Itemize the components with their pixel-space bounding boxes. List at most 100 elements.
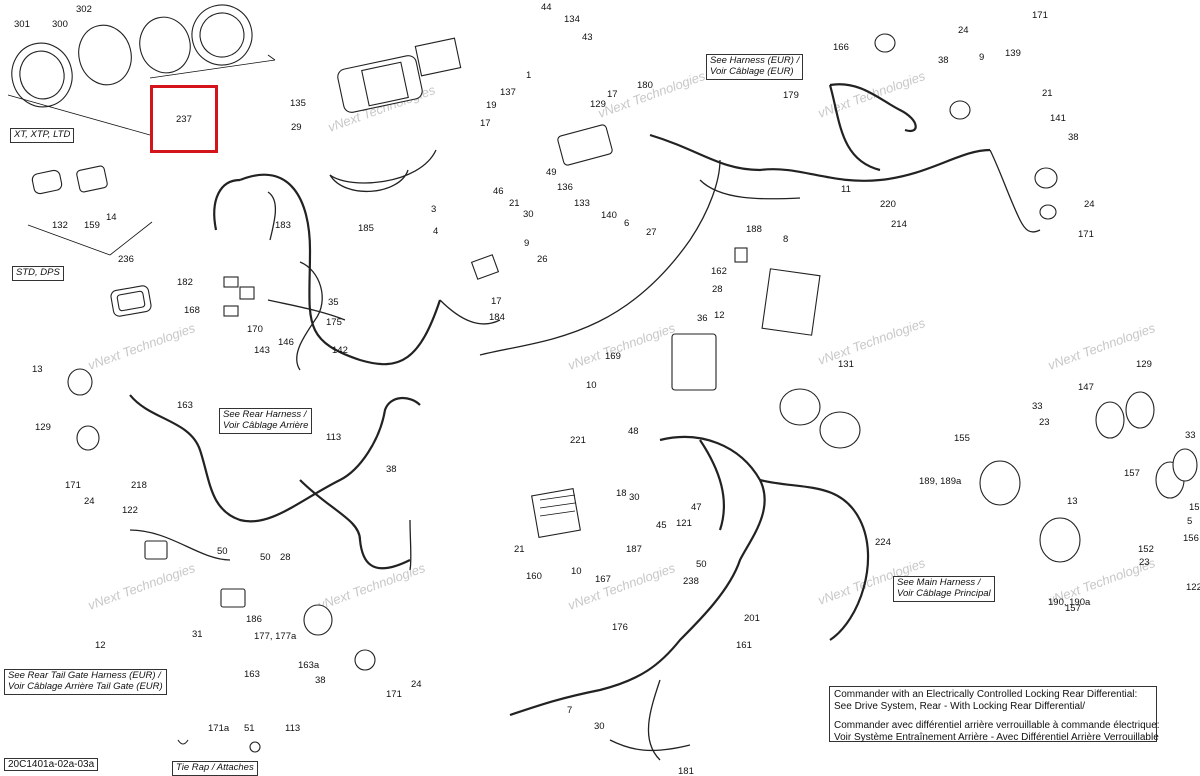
reference-code: 20C1401a-02a-03a xyxy=(4,758,99,771)
winch-group xyxy=(329,37,462,193)
callout-number: 122 xyxy=(1186,582,1200,593)
label-rear-tail-gate-line2: Voir Câblage Arrière Tail Gate (EUR) xyxy=(8,680,163,692)
callout-number: 3 xyxy=(431,204,436,215)
callout-number: 35 xyxy=(328,297,339,308)
callout-number: 179 xyxy=(783,90,799,101)
callout-number: 21 xyxy=(1042,88,1053,99)
callout-number: 166 xyxy=(833,42,849,53)
callout-number: 146 xyxy=(278,337,294,348)
callout-number: 129 xyxy=(590,99,606,110)
callout-number: 33 xyxy=(1032,401,1043,412)
label-main-harness: See Main Harness / Voir Câblage Principa… xyxy=(893,576,995,602)
callout-number: 38 xyxy=(1068,132,1079,143)
callout-number: 152 xyxy=(1138,544,1154,555)
callout-number: 238 xyxy=(683,576,699,587)
callout-number: 12 xyxy=(714,310,725,321)
callout-number: 141 xyxy=(1050,113,1066,124)
callout-number: 156 xyxy=(1183,533,1199,544)
callout-number: 169 xyxy=(605,351,621,362)
callout-number: 140 xyxy=(601,210,617,221)
callout-number: 181 xyxy=(678,766,694,776)
highlight-box-237 xyxy=(150,85,218,153)
callout-number: 163 xyxy=(177,400,193,411)
callout-number: 143 xyxy=(254,345,270,356)
callout-number: 19 xyxy=(486,100,497,111)
svg-text:vNext Technologies: vNext Technologies xyxy=(566,320,678,373)
callout-number: 161 xyxy=(736,640,752,651)
callout-number: 28 xyxy=(280,552,291,563)
callout-number: 50 xyxy=(217,546,228,557)
callout-number: 135 xyxy=(290,98,306,109)
label-tie-rap: Tie Rap / Attaches xyxy=(172,761,258,776)
callout-number: 163a xyxy=(298,660,320,671)
callout-number: 30 xyxy=(594,721,605,732)
callout-number: 6 xyxy=(624,218,629,229)
svg-text:vNext Technologies: vNext Technologies xyxy=(86,560,198,613)
callout-number: 175 xyxy=(326,317,342,328)
callout-number: 9 xyxy=(979,52,984,63)
callout-number: 48 xyxy=(628,426,639,437)
callout-number: 182 xyxy=(177,277,193,288)
callout-number: 23 xyxy=(1139,557,1150,568)
label-xt-xtp-ltd: XT, XTP, LTD xyxy=(10,128,75,143)
gauge-std-group xyxy=(27,165,153,256)
callout-number: 7 xyxy=(567,705,572,716)
harness-left xyxy=(213,173,442,371)
tie-raps xyxy=(177,739,261,753)
callout-number: 168 xyxy=(184,305,200,316)
callout-number: 162 xyxy=(711,266,727,277)
callout-number: 113 xyxy=(326,432,341,443)
note-line1: Commander with an Electrically Controlle… xyxy=(834,689,1138,700)
callout-number: 51 xyxy=(244,723,255,734)
callout-number: 151 xyxy=(1189,502,1200,513)
callout-number: 24 xyxy=(1084,199,1095,210)
callout-number: 167 xyxy=(595,574,611,585)
harness-main xyxy=(509,435,870,761)
callout-number: 17 xyxy=(607,89,618,100)
callout-number: 137 xyxy=(500,87,516,98)
callout-number: 45 xyxy=(656,520,667,531)
callout-number: 171 xyxy=(386,689,402,700)
callout-number: 5 xyxy=(1187,516,1192,527)
switch-group xyxy=(557,124,991,200)
callout-number: 24 xyxy=(84,496,95,507)
callout-number: 121 xyxy=(676,518,692,529)
callout-number: 236 xyxy=(118,254,134,265)
regulator-160 xyxy=(531,488,581,538)
connectors-168-175 xyxy=(223,276,255,317)
callout-number: 131 xyxy=(838,359,854,370)
callout-number: 33 xyxy=(1185,430,1196,441)
callout-number: 113 xyxy=(285,723,300,734)
callout-number: 4 xyxy=(433,226,438,237)
callout-number: 163 xyxy=(244,669,260,680)
callout-number: 157 xyxy=(1124,468,1140,479)
label-main-harness-line2: Voir Câblage Principal xyxy=(897,587,991,599)
label-std-dps: STD, DPS xyxy=(12,266,64,281)
callout-number: 10 xyxy=(571,566,582,577)
callout-number: 237 xyxy=(176,114,192,125)
label-rear-harness-line1: See Rear Harness / xyxy=(223,409,307,420)
callout-number: 171 xyxy=(1032,10,1048,21)
callout-number: 13 xyxy=(32,364,43,375)
callout-number: 136 xyxy=(557,182,573,193)
callout-number: 24 xyxy=(411,679,422,690)
callout-number: 188 xyxy=(746,224,762,235)
label-rear-harness-line2: Voir Câblage Arrière xyxy=(223,419,309,431)
callout-number: 129 xyxy=(1136,359,1152,370)
callout-number: 47 xyxy=(691,502,702,513)
label-rear-tail-gate-line1: See Rear Tail Gate Harness (EUR) / xyxy=(8,670,161,681)
callout-number: 214 xyxy=(891,219,907,230)
label-harness-eur-line2: Voir Câblage (EUR) xyxy=(710,65,794,77)
callout-number: 186 xyxy=(246,614,262,625)
callout-number: 38 xyxy=(315,675,326,686)
callout-number: 218 xyxy=(131,480,147,491)
callout-number: 155 xyxy=(954,433,970,444)
callout-number: 10 xyxy=(586,380,597,391)
harness-upper-right xyxy=(828,33,1058,233)
callout-number: 24 xyxy=(958,25,969,36)
callout-number: 183 xyxy=(275,220,291,231)
svg-text:vNext Technologies: vNext Technologies xyxy=(86,320,198,373)
